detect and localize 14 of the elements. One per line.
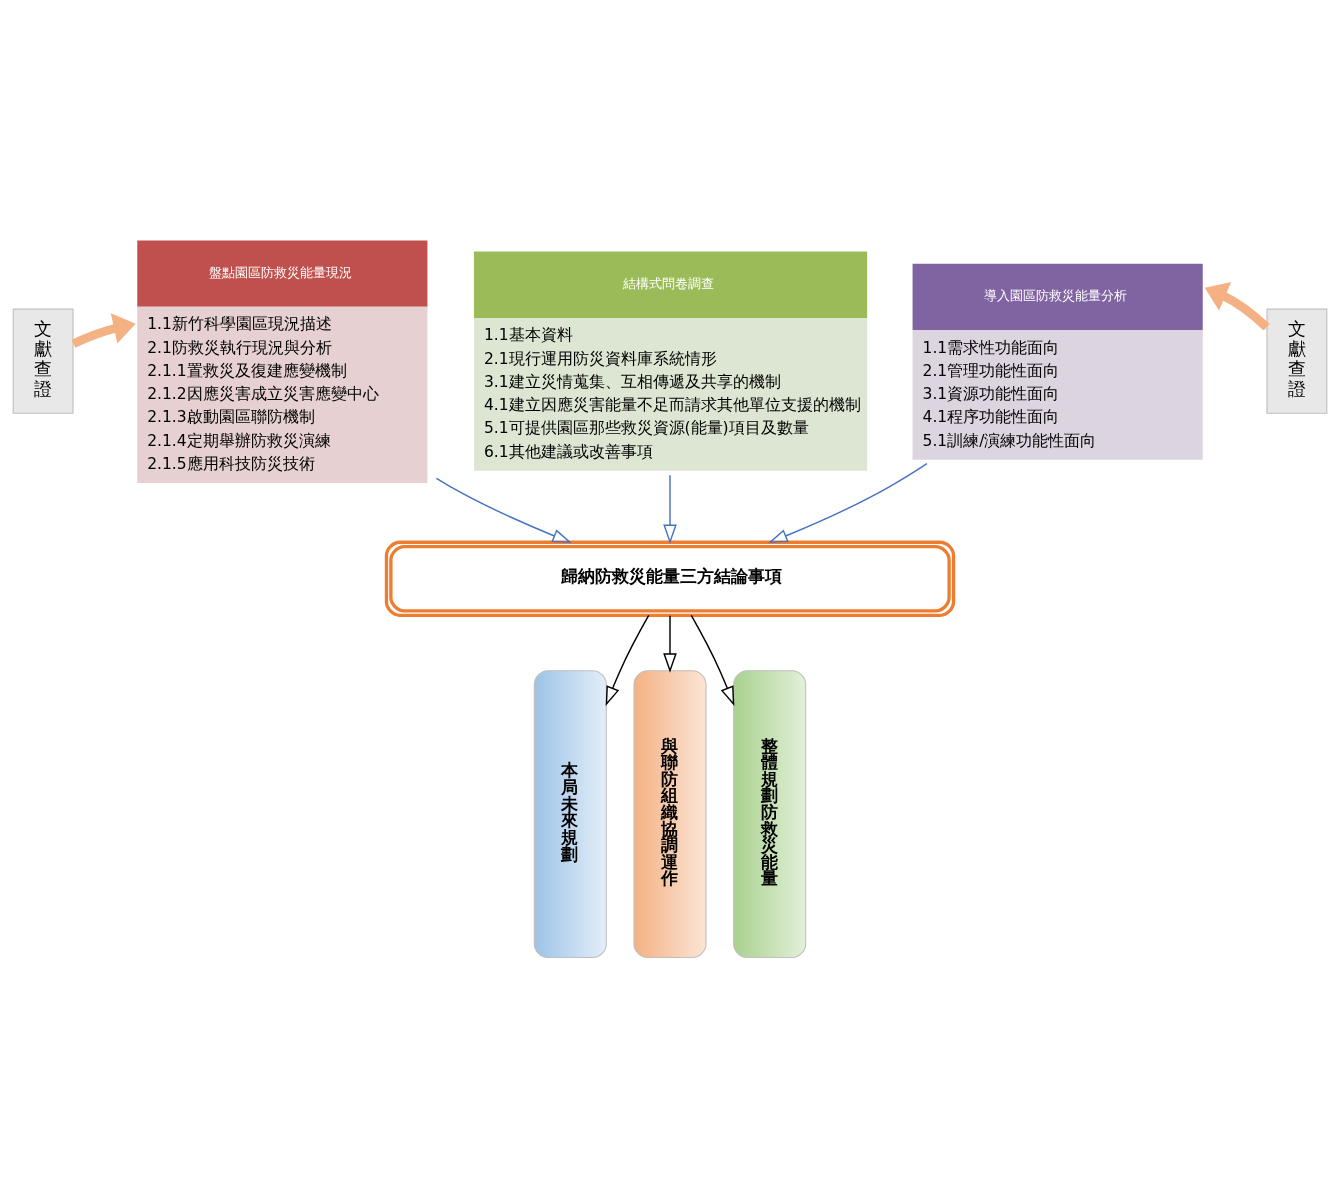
arrow [663,614,677,673]
node-box: 歸納防救災能量三方結論事項 [384,540,956,617]
node-box: 文獻查證 [1266,308,1328,414]
node-box: 文獻查證 [12,308,74,414]
node-box: 整體規劃防救災能量 [733,669,807,958]
node-box: 本局未來規劃 [533,669,607,958]
arrow [435,477,572,543]
arrow [1204,281,1270,330]
arrow [605,614,650,706]
arrow [663,474,677,544]
arrow [768,462,928,543]
node-box: 與聯防組織協調運作 [633,669,707,958]
arrow [690,614,735,706]
arrow [71,312,136,348]
